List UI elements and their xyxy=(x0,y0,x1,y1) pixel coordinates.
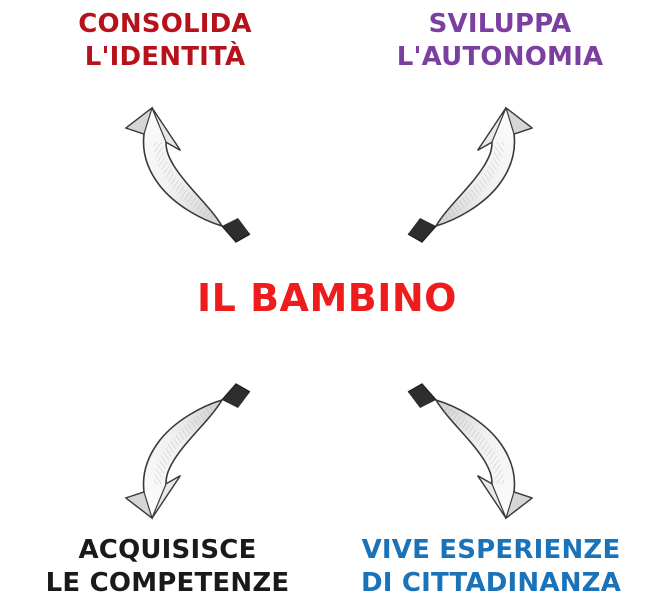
label-top-right-line1: SVILUPPA xyxy=(428,9,572,39)
label-bottom-right-line2: DI CITTADINANZA xyxy=(360,568,622,599)
label-top-right: SVILUPPA L'AUTONOMIA xyxy=(380,8,620,75)
arrow-top-left xyxy=(126,108,250,242)
arrow-bottom-left xyxy=(126,384,250,518)
arrow-bottom-right xyxy=(408,384,532,518)
arrow-top-right xyxy=(408,108,532,242)
label-bottom-right: VIVE ESPERIENZE DI CITTADINANZA xyxy=(330,534,652,601)
label-top-right-line2: L'AUTONOMIA xyxy=(396,42,604,73)
label-top-left: CONSOLIDA L'IDENTITÀ xyxy=(55,8,275,75)
label-bottom-left-line1: ACQUISISCE xyxy=(78,535,257,565)
center-title: IL BAMBINO xyxy=(197,276,457,320)
label-top-left-line1: CONSOLIDA xyxy=(78,9,252,39)
label-bottom-left-line2: LE COMPETENZE xyxy=(45,568,290,599)
label-bottom-right-line1: VIVE ESPERIENZE xyxy=(361,535,621,565)
label-bottom-left: ACQUISISCE LE COMPETENZE xyxy=(10,534,325,601)
label-top-left-line2: L'IDENTITÀ xyxy=(84,42,246,73)
